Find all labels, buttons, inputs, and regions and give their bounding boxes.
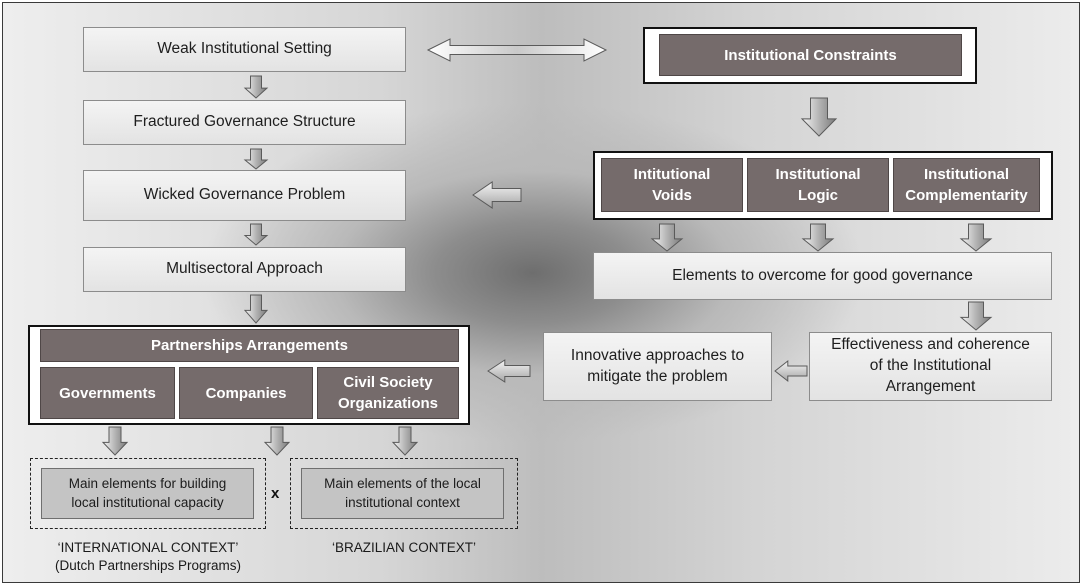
- innovative-line2: mitigate the problem: [587, 367, 728, 385]
- companies-box: Companies: [179, 367, 313, 419]
- institutional-complementarity-line1: Institutional: [924, 166, 1009, 183]
- times-symbol: x: [271, 485, 280, 502]
- effectiveness-line1: Effectiveness and coherence: [831, 336, 1030, 354]
- arrow-wicked-to-multisectoral: [243, 223, 269, 246]
- institutional-logic-box: Institutional Logic: [747, 158, 889, 212]
- civil-society-box: Civil Society Organizations: [317, 367, 459, 419]
- elements-to-overcome-label: Elements to overcome for good governance: [672, 266, 973, 284]
- international-caption-line2: (Dutch Partnerships Programs): [54, 558, 242, 574]
- international-context-dashed-frame: [30, 458, 266, 529]
- arrow-effectiveness-to-innovative: [774, 359, 808, 383]
- arrow-elements-to-effectiveness: [959, 301, 993, 331]
- arrow-complementarity-to-elements: [959, 223, 993, 252]
- arrow-constraints-to-types: [800, 97, 838, 137]
- brazilian-elements-line2: institutional context: [345, 494, 460, 510]
- multisectoral-approach-label: Multisectoral Approach: [166, 260, 323, 278]
- institutional-logic-line1: Institutional: [775, 166, 861, 183]
- international-elements-line2: local institutional capacity: [71, 494, 224, 510]
- governments-label: Governments: [59, 384, 156, 402]
- institutional-voids-line2: Voids: [652, 187, 692, 204]
- effectiveness-line2: of the Institutional: [869, 357, 992, 375]
- arrow-civil-society-down: [391, 426, 419, 456]
- elements-to-overcome-box: Elements to overcome for good governance: [593, 252, 1052, 300]
- wicked-governance-box: Wicked Governance Problem: [83, 170, 406, 221]
- brazilian-elements-box: Main elements of the local institutional…: [301, 468, 504, 519]
- wicked-governance-label: Wicked Governance Problem: [143, 186, 346, 204]
- arrow-fractured-to-wicked: [243, 148, 269, 170]
- international-elements-box: Main elements for building local institu…: [41, 468, 254, 519]
- institutional-constraints-box: Institutional Constraints: [659, 34, 962, 76]
- international-caption-line1: ‘INTERNATIONAL CONTEXT’: [57, 540, 239, 555]
- institutional-voids-line1: Intitutional: [633, 166, 711, 183]
- brazilian-caption-line1: ‘BRAZILIAN CONTEXT’: [331, 540, 477, 555]
- brazilian-context-dashed-frame: [290, 458, 518, 529]
- arrow-weak-to-fractured: [243, 75, 269, 99]
- multisectoral-approach-box: Multisectoral Approach: [83, 247, 406, 292]
- governments-box: Governments: [40, 367, 175, 419]
- brazilian-elements-line1: Main elements of the local: [324, 476, 481, 492]
- brazilian-context-caption: ‘BRAZILIAN CONTEXT’: [290, 539, 518, 557]
- innovative-approaches-box: Innovative approaches to mitigate the pr…: [543, 332, 772, 401]
- arrow-multisectoral-to-partnerships: [243, 294, 269, 324]
- partnerships-title-label: Partnerships Arrangements: [150, 337, 348, 354]
- arrows-layer: [101, 38, 993, 456]
- fractured-governance-label: Fractured Governance Structure: [133, 113, 356, 131]
- companies-label: Companies: [205, 384, 287, 402]
- international-context-caption: ‘INTERNATIONAL CONTEXT’ (Dutch Partnersh…: [30, 539, 266, 575]
- arrow-voids-to-elements: [650, 223, 684, 252]
- institutional-complementarity-line2: Complementarity: [905, 187, 1028, 204]
- arrow-constraints-to-wicked: [472, 181, 522, 209]
- institutional-constraints-label: Institutional Constraints: [724, 46, 897, 64]
- arrow-innovative-to-partnerships: [487, 359, 531, 383]
- arrow-companies-down: [263, 426, 291, 456]
- institutional-complementarity-box: Institutional Complementarity: [893, 158, 1040, 212]
- arrow-governments-down: [101, 426, 129, 456]
- institutional-voids-box: Intitutional Voids: [601, 158, 743, 212]
- fractured-governance-box: Fractured Governance Structure: [83, 100, 406, 145]
- arrow-logic-to-elements: [801, 223, 835, 252]
- civil-society-label-line1: Civil Society: [343, 374, 433, 391]
- double-headed-arrow: [426, 38, 608, 62]
- effectiveness-line3: Arrangement: [885, 377, 976, 395]
- weak-institutional-setting-label: Weak Institutional Setting: [157, 40, 332, 58]
- partnerships-title-box: Partnerships Arrangements: [40, 329, 459, 362]
- civil-society-label-line2: Organizations: [337, 395, 438, 412]
- institutional-logic-line2: Logic: [798, 187, 838, 204]
- effectiveness-box: Effectiveness and coherence of the Insti…: [809, 332, 1052, 401]
- innovative-line1: Innovative approaches to: [570, 346, 745, 364]
- international-elements-line1: Main elements for building: [68, 476, 227, 492]
- weak-institutional-setting-box: Weak Institutional Setting: [83, 27, 406, 72]
